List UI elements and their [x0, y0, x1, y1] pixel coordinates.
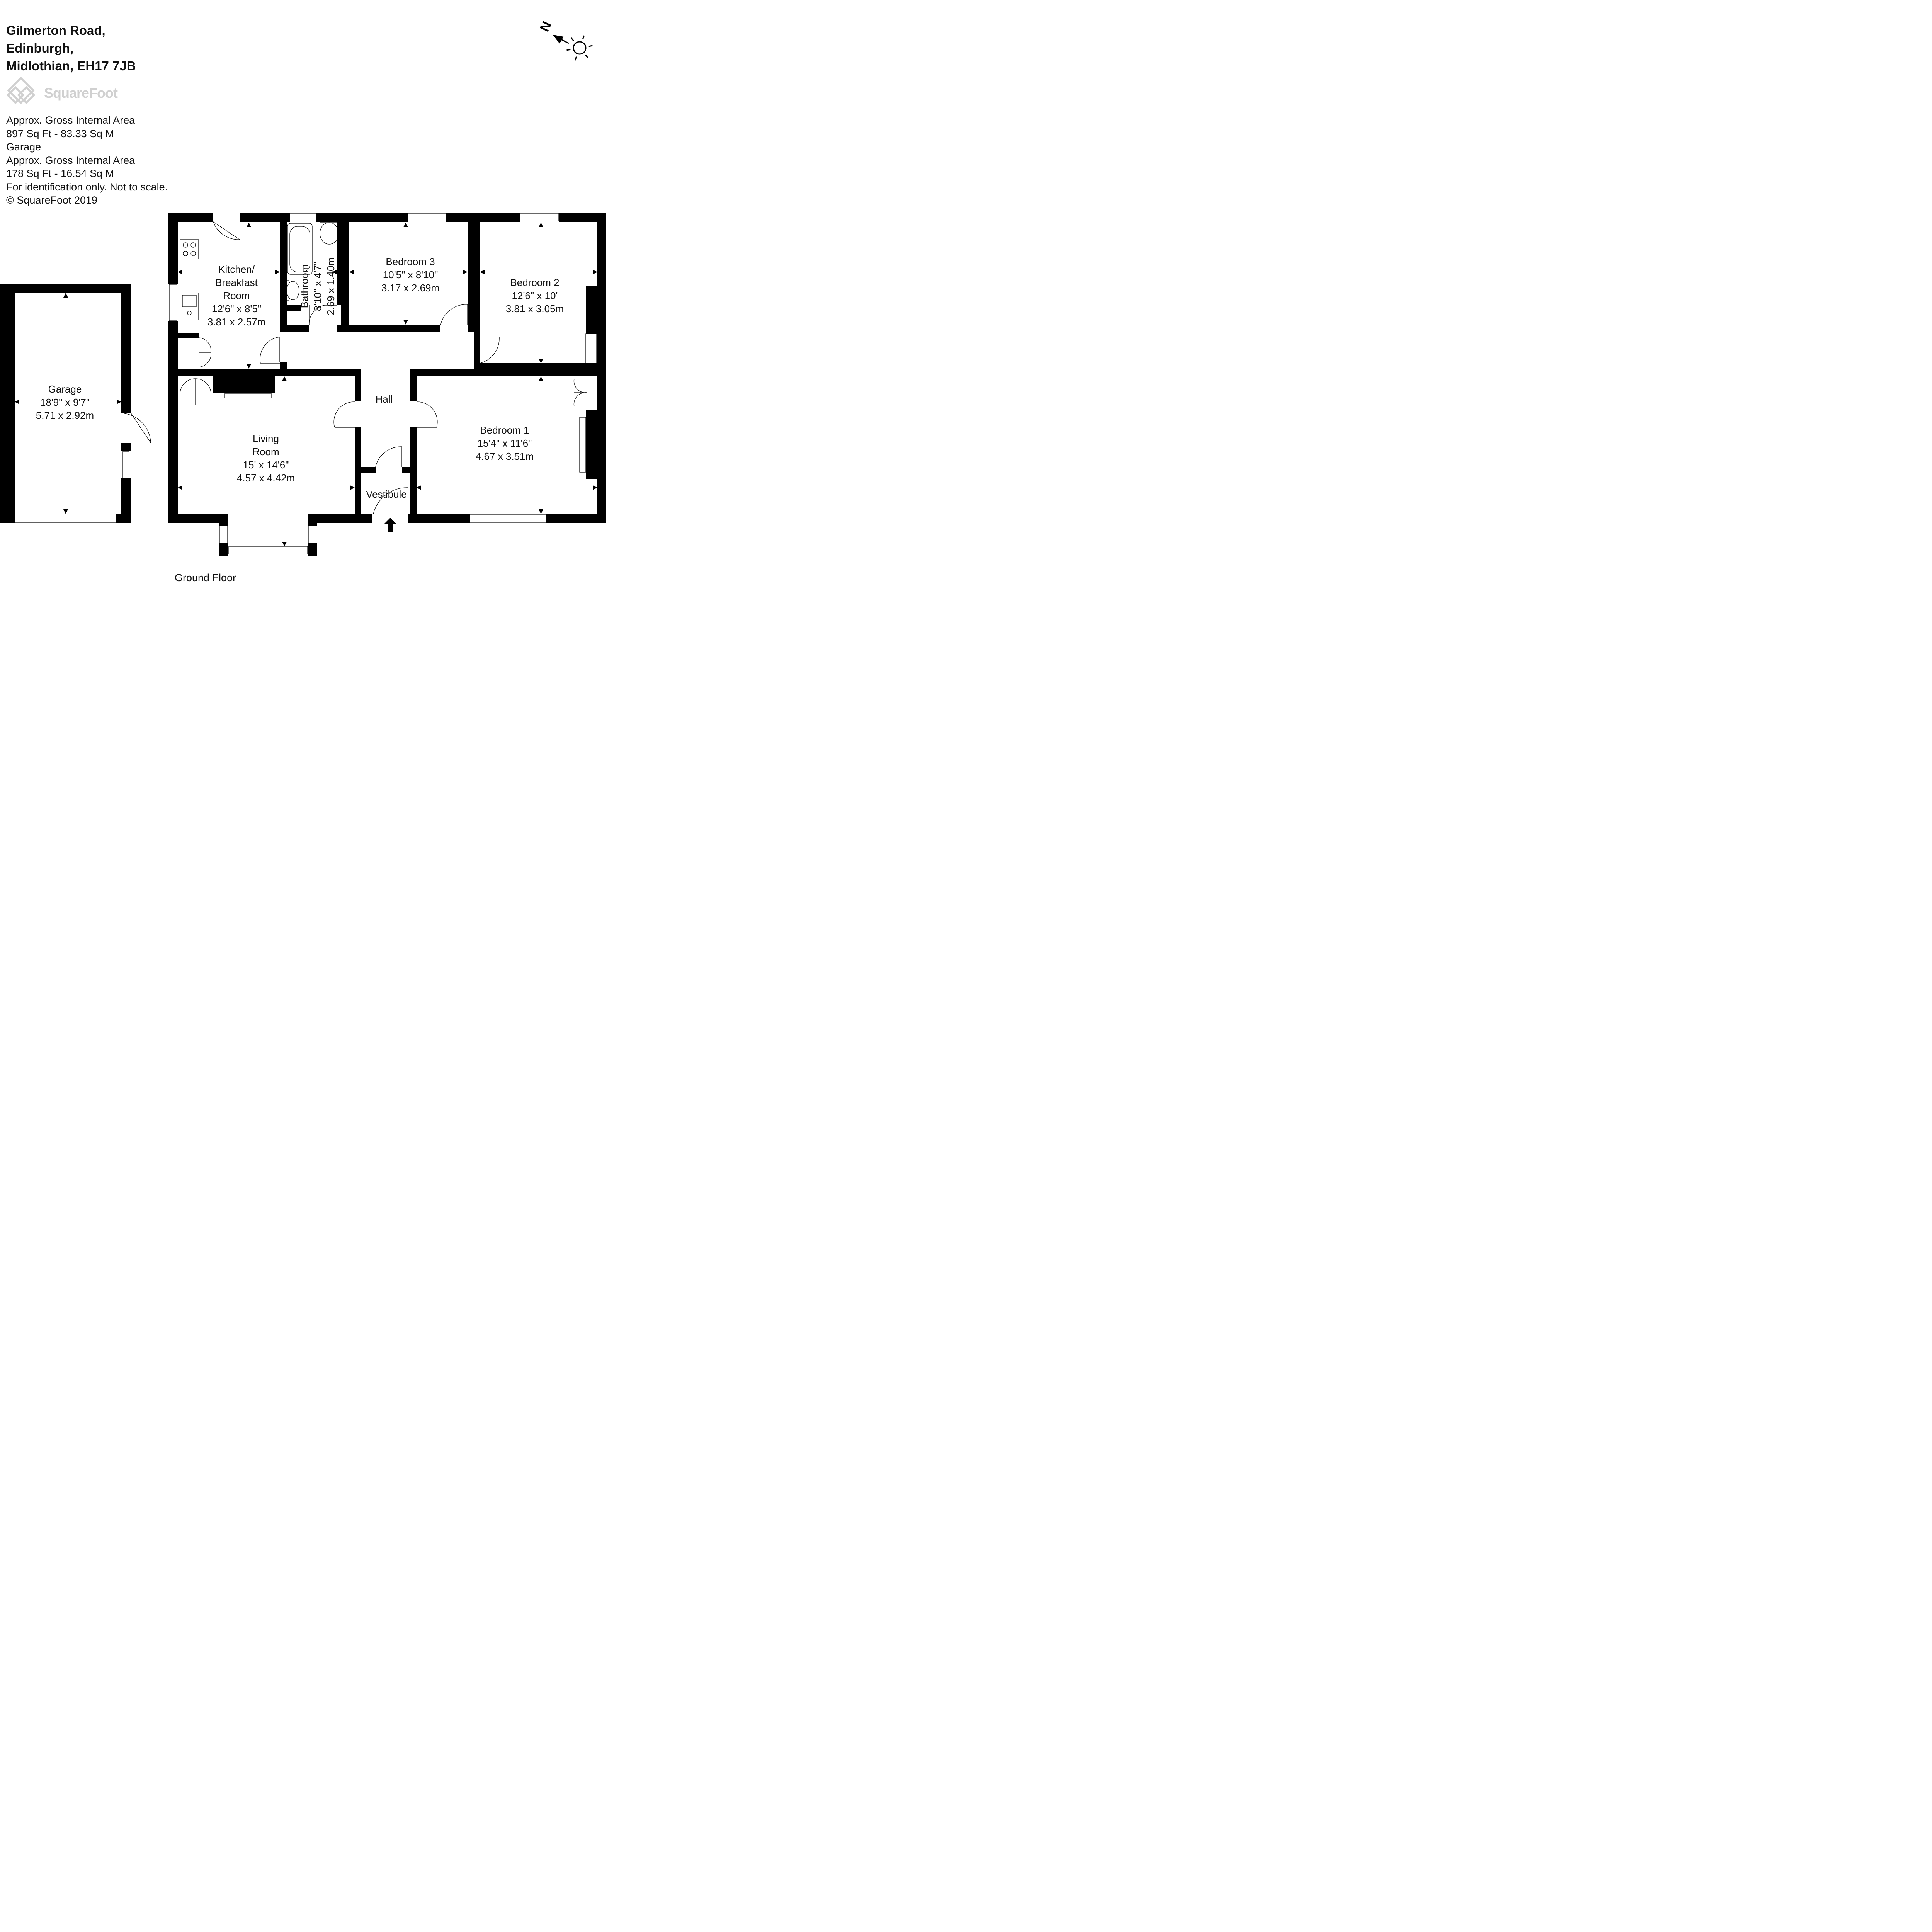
kitchen-name-3: Room [223, 290, 250, 301]
bedroom2-name: Bedroom 2 [510, 277, 560, 288]
address-line-2: Edinburgh, [6, 41, 74, 55]
logo-text: SquareFoot [44, 85, 118, 101]
living-name-1: Living [253, 433, 279, 444]
room-label-garage: Garage 18'9" x 9'7" 5.71 x 2.92m [36, 383, 94, 422]
compass-north-label: N [537, 19, 554, 34]
floor-plan: N [0, 19, 606, 556]
info-line-6: For identification only. Not to scale. [6, 181, 168, 193]
room-label-hall: Hall [376, 393, 393, 406]
bathroom-imperial: 8'10" x 4'7" [312, 261, 323, 311]
garage-walls [0, 284, 131, 523]
room-label-bedroom1: Bedroom 1 15'4" x 11'6" 4.67 x 3.51m [476, 423, 534, 463]
room-label-vestibule: Vestibule [366, 488, 407, 501]
kitchen-name-2: Breakfast [215, 277, 258, 288]
bedroom1-name: Bedroom 1 [480, 424, 529, 436]
hall-name: Hall [375, 393, 393, 405]
bathroom-metric: 2.69 x 1.40m [325, 257, 337, 316]
bathroom-name: Bathroom [299, 264, 310, 308]
house-walls [168, 213, 606, 556]
bedroom1-imperial: 15'4" x 11'6" [477, 437, 532, 449]
info-line-2: 897 Sq Ft - 83.33 Sq M [6, 128, 114, 139]
bedroom2-metric: 3.81 x 3.05m [505, 303, 564, 315]
room-label-bathroom: Bathroom 8'10" x 4'7" 2.69 x 1.40m [298, 257, 337, 315]
kitchen-imperial: 12'6" x 8'5" [211, 303, 262, 315]
area-info: Approx. Gross Internal Area 897 Sq Ft - … [6, 114, 168, 207]
info-line-1: Approx. Gross Internal Area [6, 114, 135, 126]
room-label-living: Living Room 15' x 14'6" 4.57 x 4.42m [237, 432, 295, 485]
address-line-3: Midlothian, EH17 7JB [6, 59, 136, 73]
info-line-3: Garage [6, 141, 41, 153]
bedroom1-metric: 4.67 x 3.51m [475, 451, 534, 462]
squarefoot-logo: SquareFoot [5, 76, 129, 111]
squarefoot-logo-icon [6, 77, 36, 104]
address-block: Gilmerton Road, Edinburgh, Midlothian, E… [6, 22, 136, 75]
garage-metric: 5.71 x 2.92m [36, 410, 94, 421]
bedroom3-name: Bedroom 3 [386, 256, 435, 267]
floor-label: Ground Floor [175, 572, 236, 583]
room-label-kitchen: Kitchen/ Breakfast Room 12'6" x 8'5" 3.8… [207, 263, 265, 328]
vestibule-name: Vestibule [366, 488, 407, 500]
bedroom3-imperial: 10'5" x 8'10" [383, 269, 438, 281]
bedroom2-imperial: 12'6" x 10' [512, 290, 558, 301]
bedroom3-metric: 3.17 x 2.69m [381, 282, 440, 294]
garage-openings [15, 412, 151, 523]
address-line-1: Gilmerton Road, [6, 23, 105, 37]
kitchen-name-1: Kitchen/ [218, 264, 255, 275]
room-label-bedroom3: Bedroom 3 10'5" x 8'10" 3.17 x 2.69m [381, 255, 439, 294]
info-line-4: Approx. Gross Internal Area [6, 154, 135, 166]
windows-and-fixtures [169, 213, 597, 554]
garage-imperial: 18'9" x 9'7" [40, 396, 90, 408]
garage-name: Garage [48, 383, 82, 395]
info-line-5: 178 Sq Ft - 16.54 Sq M [6, 168, 114, 179]
living-metric: 4.57 x 4.42m [236, 472, 295, 484]
entrance-arrow-icon [384, 518, 396, 532]
room-label-bedroom2: Bedroom 2 12'6" x 10' 3.81 x 3.05m [506, 276, 564, 315]
kitchen-metric: 3.81 x 2.57m [207, 316, 266, 328]
dimension-ticks [15, 223, 597, 546]
info-line-7: © SquareFoot 2019 [6, 194, 98, 206]
living-name-2: Room [252, 446, 279, 457]
living-imperial: 15' x 14'6" [243, 459, 289, 471]
north-arrow-sun-icon [553, 34, 593, 61]
